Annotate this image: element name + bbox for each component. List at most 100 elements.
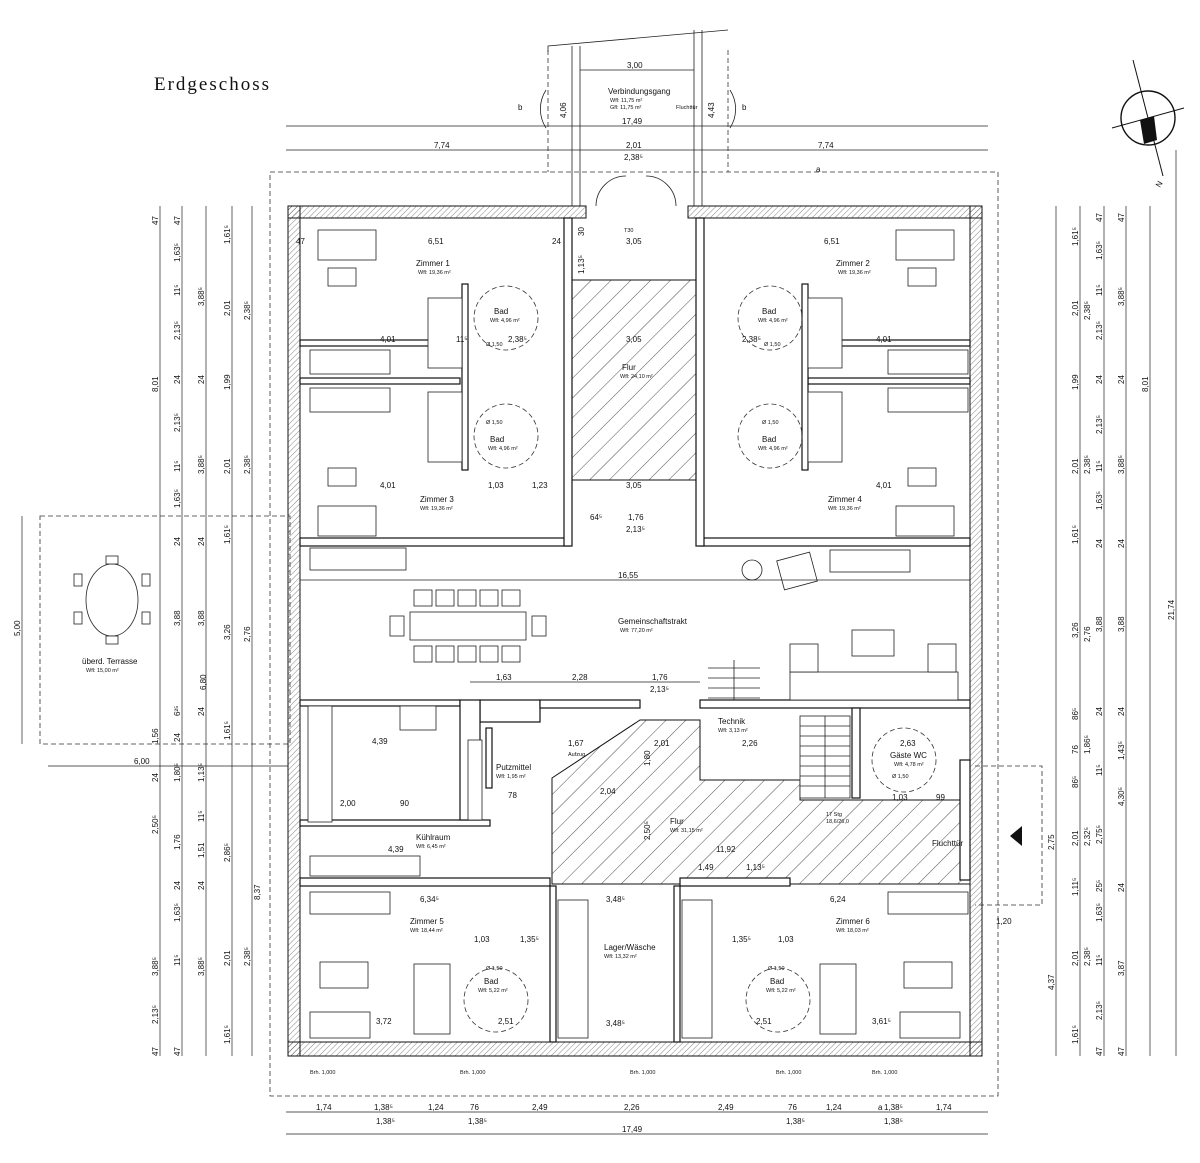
bad5-area: Wfl: 5,22 m² bbox=[478, 988, 508, 994]
brh-3: Brh. 1,000 bbox=[630, 1070, 655, 1076]
dim-w213: 2,13⁵ bbox=[626, 525, 645, 534]
dim-w99: 99 bbox=[936, 793, 945, 802]
dim-r1-1: 2,01 bbox=[1071, 300, 1080, 316]
dim-r4-9: 24 bbox=[1117, 883, 1126, 892]
dim-b1-3: 76 bbox=[470, 1103, 479, 1112]
aufzug-name: Aufzug bbox=[568, 752, 585, 758]
dim-r3-4: 24 bbox=[1095, 375, 1104, 384]
dim-l2-12: 47 bbox=[173, 1047, 182, 1056]
dim-l3-9: 1,61⁵ bbox=[223, 1025, 232, 1044]
dim-l3-5: 3,26 bbox=[223, 624, 232, 640]
dim-r4-11: 47 bbox=[1117, 1047, 1126, 1056]
verbindungsgang-area2: Gfl: 11,75 m² bbox=[610, 105, 642, 111]
dim-w103b: 1,03 bbox=[474, 935, 490, 944]
dim-b1-6: 2,49 bbox=[718, 1103, 734, 1112]
dim-l3-8: 2,01 bbox=[223, 950, 232, 966]
dim-l3-3: 2,01 bbox=[223, 458, 232, 474]
dim-l1-4: 24 bbox=[173, 375, 182, 384]
dim-r1-3: 2,01 bbox=[1071, 458, 1080, 474]
dim-flur-w2: 3,05 bbox=[626, 335, 642, 344]
dim-w103: 1,03 bbox=[488, 481, 504, 490]
dim-w113b: 1,13⁵ bbox=[577, 255, 586, 274]
dim-r1-4: 1,61⁵ bbox=[1071, 525, 1080, 544]
dim-w439b: 4,39 bbox=[388, 845, 404, 854]
dim-l3-2: 1,99 bbox=[223, 374, 232, 390]
dim-b1-8: 1,24 bbox=[826, 1103, 842, 1112]
dim-b1-0: 1,74 bbox=[316, 1103, 332, 1112]
zimmer1-area: Wfl: 19,36 m² bbox=[418, 270, 451, 276]
dim-w226: 2,26 bbox=[742, 739, 758, 748]
dim-w634: 6,34⁵ bbox=[420, 895, 439, 904]
dim-r1-9: 2,01 bbox=[1071, 830, 1080, 846]
dim-b1-7: 76 bbox=[788, 1103, 797, 1112]
dim-w123: 1,23 bbox=[532, 481, 548, 490]
dim-w201: 2,01 bbox=[654, 739, 670, 748]
dim-left-big-1: 6,80 bbox=[199, 674, 208, 690]
dim-w90: 90 bbox=[400, 799, 409, 808]
dim-r1-12: 1,61⁵ bbox=[1071, 1025, 1080, 1044]
dim-w250: 2,50⁵ bbox=[643, 821, 652, 840]
dim-l2-2: 24 bbox=[197, 375, 206, 384]
dim-l2-10: 24 bbox=[197, 881, 206, 890]
zimmer6-area: Wfl: 18,03 m² bbox=[836, 928, 869, 934]
dim-b1-1: 1,38⁵ bbox=[374, 1103, 393, 1112]
outline-dashed bbox=[269, 171, 999, 1097]
dim-w228: 2,28 bbox=[572, 673, 588, 682]
dim-r3-5: 2,13⁵ bbox=[1095, 415, 1104, 434]
dim-left-big-2: 8,37 bbox=[253, 884, 262, 900]
dim-r2-1: 2,38⁵ bbox=[1083, 455, 1092, 474]
dim-l3-4: 1,61⁵ bbox=[223, 525, 232, 544]
dim-w348b: 3,48⁵ bbox=[606, 1019, 625, 1028]
dim-b2-2: 1,38⁵ bbox=[786, 1117, 805, 1126]
aufzug-size: 1,67 bbox=[568, 739, 584, 748]
dim-top-6: 4,06 bbox=[559, 102, 568, 118]
terrasse-area: Wfl: 15,00 m² bbox=[86, 668, 119, 674]
stair-ratio: 18,6/26,0 bbox=[826, 819, 849, 825]
terrace-outline bbox=[39, 515, 291, 745]
dim-l1-18: 11⁵ bbox=[173, 954, 182, 966]
technik-name: Technik bbox=[718, 717, 746, 726]
dim-w135: 1,35⁵ bbox=[520, 935, 539, 944]
zimmer2-area: Wfl: 19,36 m² bbox=[838, 270, 871, 276]
dim-b1-9: 1,38⁵ bbox=[884, 1103, 903, 1112]
dim-l1-19: 3,88⁵ bbox=[151, 957, 160, 976]
north-label: N bbox=[1154, 179, 1165, 189]
dim-top-1: 17,49 bbox=[622, 117, 643, 126]
dim-w361: 3,61⁵ bbox=[872, 1017, 891, 1026]
dim-l2-0: 47 bbox=[173, 216, 182, 225]
dim-w1192: 11,92 bbox=[716, 845, 736, 854]
dim-l1-12: 1,80⁵ bbox=[173, 763, 182, 782]
exit-marker-icon bbox=[1010, 826, 1022, 846]
dim-top-0: 3,00 bbox=[627, 61, 643, 70]
dim-w204: 2,04 bbox=[600, 787, 616, 796]
dim-top-7: 4,43 bbox=[707, 102, 716, 118]
dim-l1-17: 1,63⁵ bbox=[173, 903, 182, 922]
flur-upper-hatch bbox=[571, 279, 697, 481]
bad5-name: Bad bbox=[484, 977, 498, 986]
zimmer3-area: Wfl: 19,36 m² bbox=[420, 506, 453, 512]
dim-w24: 24 bbox=[552, 237, 561, 246]
dim-r4-5: 3,88 bbox=[1117, 616, 1126, 632]
dim-w200: 2,00 bbox=[340, 799, 356, 808]
dim-r2-5: 2,38⁵ bbox=[1083, 947, 1092, 966]
bad6-name: Bad bbox=[770, 977, 784, 986]
dim-w180: 1,80 bbox=[643, 750, 652, 766]
dim-w11: 11⁵ bbox=[456, 335, 468, 344]
section-b-right: b bbox=[742, 103, 747, 112]
d150-2: Ø 1,50 bbox=[764, 342, 781, 348]
brh-5: Brh. 1,000 bbox=[872, 1070, 897, 1076]
dim-r3-12: 2,75⁵ bbox=[1095, 825, 1104, 844]
dim-w251b: 2,51 bbox=[756, 1017, 772, 1026]
brh-4: Brh. 1,000 bbox=[776, 1070, 801, 1076]
dim-w176: 1,76 bbox=[628, 513, 644, 522]
dim-l2-8: 11⁵ bbox=[197, 810, 206, 822]
dim-w135b: 1,35⁵ bbox=[732, 935, 751, 944]
dim-b1-4: 2,49 bbox=[532, 1103, 548, 1112]
dim-w251: 2,51 bbox=[498, 1017, 514, 1026]
dim-w213b: 2,13⁵ bbox=[650, 685, 669, 694]
dim-r1-2: 1,99 bbox=[1071, 374, 1080, 390]
dim-top-2: 7,74 bbox=[434, 141, 450, 150]
dim-right-big-3: 4,37 bbox=[1047, 974, 1056, 990]
brh-1: Brh. 1,000 bbox=[310, 1070, 335, 1076]
dim-r1-11: 2,01 bbox=[1071, 950, 1080, 966]
